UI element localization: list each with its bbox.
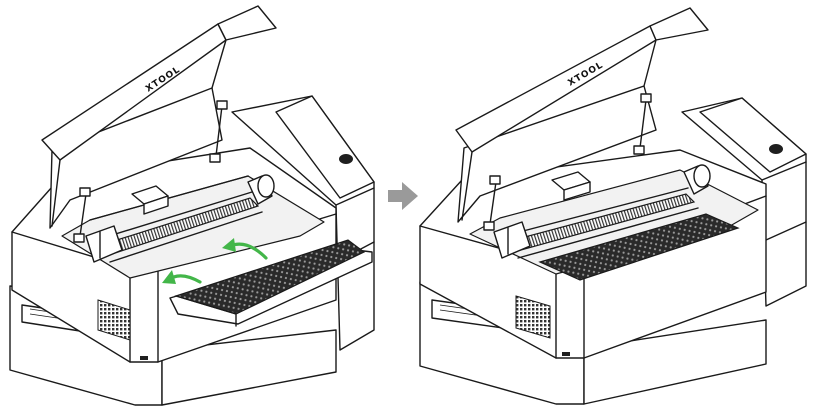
honeycomb-panel <box>169 239 373 327</box>
laser-machine-after: XTOOL <box>419 7 807 405</box>
laser-machine-before: XTOOL <box>9 5 375 406</box>
honeycomb-panel <box>538 213 740 281</box>
right-arrow-icon <box>388 182 418 210</box>
curved-arrow-icon <box>222 238 236 252</box>
curved-arrow-icon <box>162 270 176 284</box>
